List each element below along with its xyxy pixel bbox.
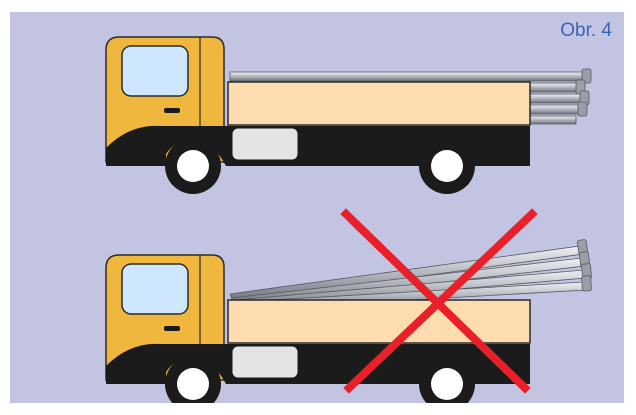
cargo-bed	[228, 82, 530, 125]
cab-window-2	[122, 264, 188, 314]
cab-window	[122, 46, 188, 96]
figure-caption: Obr. 4	[560, 20, 612, 42]
cargo-bed-2	[228, 300, 530, 343]
side-box-2	[232, 346, 298, 378]
truck-correct	[106, 37, 591, 194]
side-box	[232, 128, 298, 160]
door-handle	[164, 108, 180, 113]
door-handle-2	[164, 326, 180, 331]
